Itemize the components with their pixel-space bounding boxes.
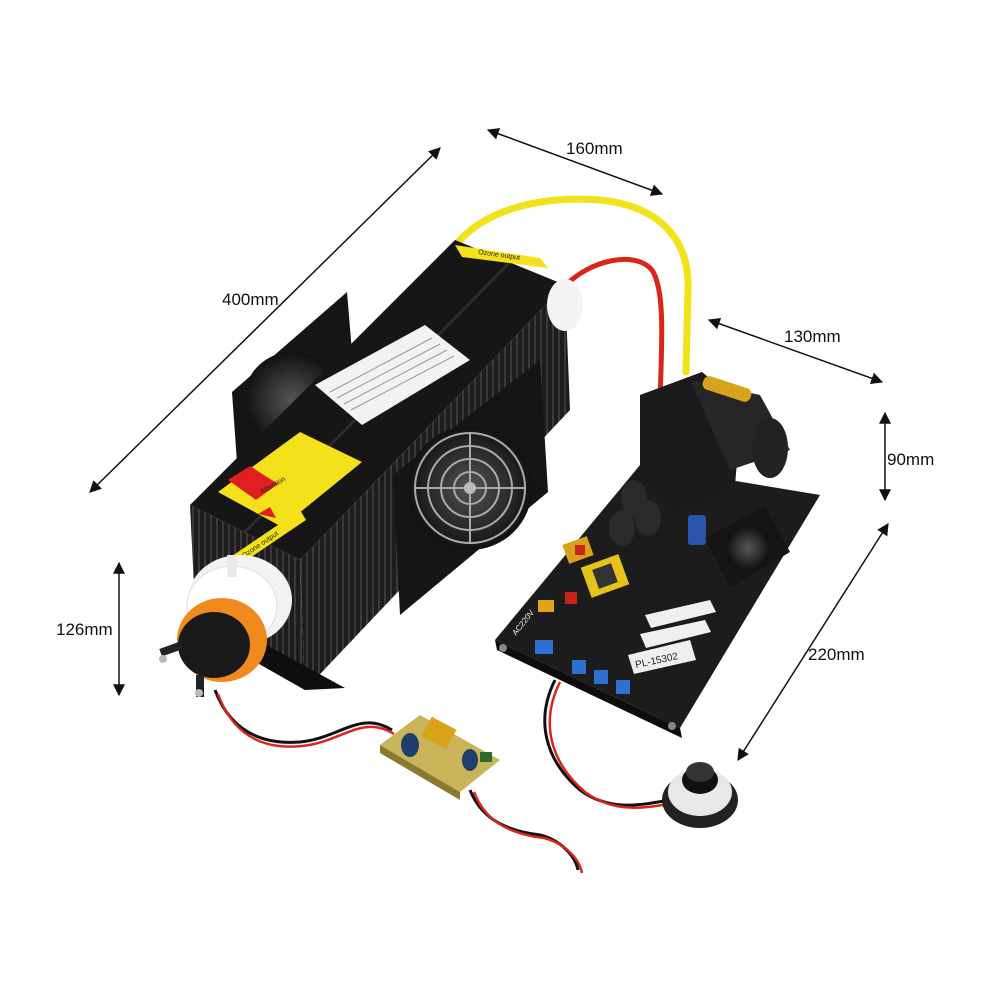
dim-line-400: [89, 147, 441, 493]
red-wire: [562, 256, 665, 403]
capacitors: [609, 480, 706, 546]
ozone-tube-assembly: Attention Ozone output Ozone output: [159, 240, 583, 697]
dim-label-board-height: 90mm: [887, 450, 935, 469]
small-power-board: [213, 689, 584, 874]
dim-label-tube-height: 126mm: [56, 620, 113, 639]
dim-line-160: [486, 128, 664, 196]
dim-label-board-width: 130mm: [784, 327, 841, 346]
tube-end-cap: [159, 555, 292, 697]
dim-line-130: [707, 317, 884, 385]
hv-transformer: [640, 372, 790, 510]
dimension-lines: [89, 128, 891, 762]
dim-label-tube-width: 160mm: [566, 139, 623, 158]
tube-rear-cap: [547, 279, 583, 331]
yellow-wire: [441, 195, 692, 376]
hv-wires: [441, 195, 692, 403]
dim-label-board-length: 220mm: [808, 645, 865, 664]
driver-board: PL-15302 AC220V: [495, 372, 820, 738]
speed-knob-assembly: [543, 679, 738, 828]
potentiometer-knob: [662, 762, 738, 828]
warning-label: Attention: [218, 432, 362, 527]
dim-line-220: [737, 522, 889, 762]
front-cooling-fan: [393, 360, 548, 615]
board-cooling-fan: [705, 506, 790, 588]
spec-label: [315, 325, 470, 425]
dim-label-length: 400mm: [222, 290, 279, 309]
